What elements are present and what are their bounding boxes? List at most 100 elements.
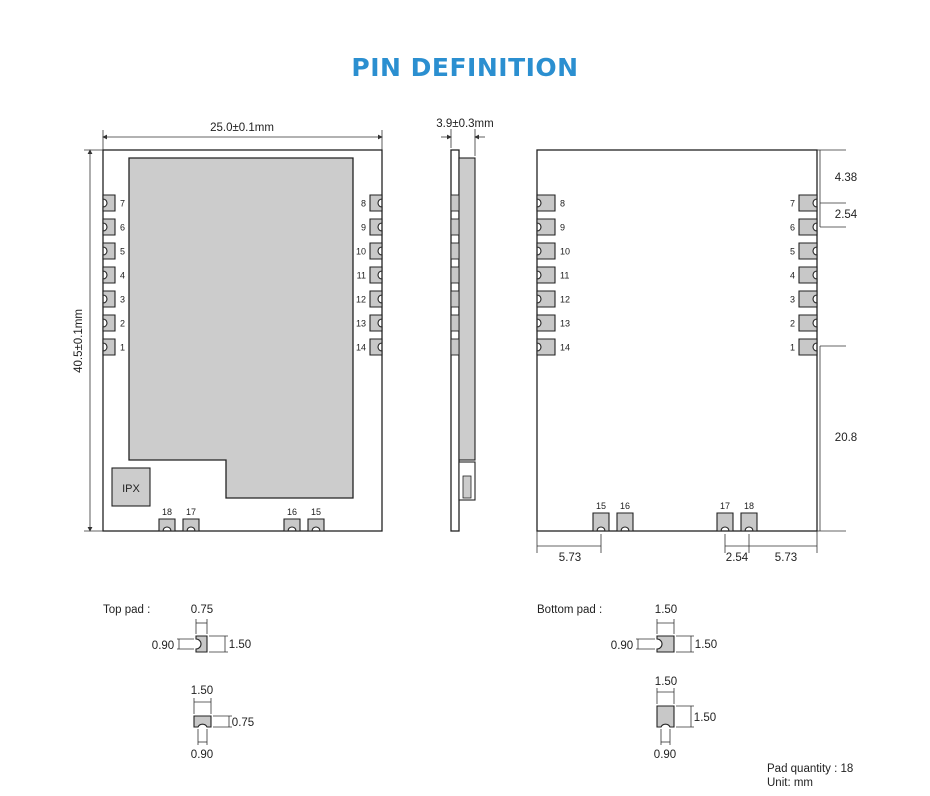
bottom-bottom-pad-label: 18 xyxy=(744,501,754,511)
top-right-pad xyxy=(369,266,383,284)
bottom-right-pad xyxy=(798,218,818,236)
side-pads xyxy=(450,194,460,356)
top-left-pad xyxy=(102,338,116,356)
bottom-pad-bottom-w: 1.50 xyxy=(655,676,677,688)
top-left-pad xyxy=(102,218,116,236)
bottom-right-pad xyxy=(798,290,818,308)
bottom-dim-top: 4.38 xyxy=(835,172,857,184)
top-left-pad xyxy=(102,290,116,308)
side-thickness-label: 3.9±0.3mm xyxy=(436,118,493,130)
top-pad-side-w: 0.75 xyxy=(191,604,213,616)
page-title: PIN DEFINITION xyxy=(351,53,579,82)
top-left-pad-label: 7 xyxy=(120,199,125,209)
ipx-label: IPX xyxy=(122,483,140,495)
top-right-pad-label: 12 xyxy=(356,295,366,305)
bottom-pad-bottom-shape xyxy=(656,705,675,728)
bottom-pad-side-w: 1.50 xyxy=(655,604,677,616)
bottom-left-pad xyxy=(536,266,556,284)
pad-quantity-note: Pad quantity : 18 xyxy=(767,763,853,775)
top-left-pad-label: 2 xyxy=(120,319,125,329)
bottom-module-outline xyxy=(536,149,818,532)
top-left-pad-label: 6 xyxy=(120,223,125,233)
unit-note: Unit: mm xyxy=(767,777,813,789)
bottom-right-pad xyxy=(798,266,818,284)
top-left-pad xyxy=(102,194,116,212)
bottom-pad-side-shape xyxy=(656,635,675,653)
side-pad xyxy=(450,290,460,308)
top-bottom-pad-label: 16 xyxy=(287,507,297,517)
side-shield xyxy=(458,157,476,461)
bottom-left-pad xyxy=(536,218,556,236)
top-height-label: 40.5±0.1mm xyxy=(73,309,85,373)
bottom-dim-left: 5.73 xyxy=(559,552,581,564)
bottom-left-pad-label: 8 xyxy=(560,199,565,209)
top-bottom-pad-label: 18 xyxy=(162,507,172,517)
bottom-bottom-pad xyxy=(616,512,634,532)
top-shield xyxy=(128,157,354,499)
top-width-label: 25.0±0.1mm xyxy=(210,122,274,134)
side-pad xyxy=(450,194,460,212)
top-pad-bottom-w: 1.50 xyxy=(191,685,213,697)
side-ipx-body xyxy=(462,475,472,499)
bottom-pad-bottom-inner: 0.90 xyxy=(654,749,676,761)
bottom-left-pad-label: 9 xyxy=(560,223,565,233)
bottom-pad-side-h: 1.50 xyxy=(695,639,717,651)
top-bottom-pad xyxy=(307,518,325,532)
top-right-pad-label: 10 xyxy=(356,247,366,257)
top-pad-bottom-shape xyxy=(193,715,212,728)
bottom-bottom-pad-label: 15 xyxy=(596,501,606,511)
bottom-pad-side-inner: 0.90 xyxy=(611,640,633,652)
side-pad xyxy=(450,338,460,356)
bottom-dim-pitch: 2.54 xyxy=(835,209,858,221)
bottom-left-pad xyxy=(536,338,556,356)
bottom-left-pad xyxy=(536,194,556,212)
top-pad-side-inner: 0.90 xyxy=(152,640,174,652)
bottom-bottom-pad-label: 17 xyxy=(720,501,730,511)
bottom-left-pad-label: 11 xyxy=(560,271,569,281)
bottom-right-pad-label: 1 xyxy=(790,343,795,353)
bottom-left-pad-label: 10 xyxy=(560,247,570,257)
top-right-pad xyxy=(369,314,383,332)
top-bottom-pad xyxy=(283,518,301,532)
bottom-bottom-pad xyxy=(716,512,734,532)
bottom-bottom-pad xyxy=(592,512,610,532)
top-left-pad xyxy=(102,266,116,284)
top-right-pad xyxy=(369,194,383,212)
bottom-right-pad-label: 6 xyxy=(790,223,795,233)
bottom-dim-lower: 20.8 xyxy=(835,432,857,444)
top-left-pad-label: 3 xyxy=(120,295,125,305)
side-pad xyxy=(450,242,460,260)
top-bottom-pad xyxy=(158,518,176,532)
bottom-right-pad-label: 7 xyxy=(790,199,795,209)
top-left-pad-label: 4 xyxy=(120,271,125,281)
top-right-pad-label: 11 xyxy=(357,271,366,281)
top-pad-detail: Top pad : 0.75 0.90 1.50 1.50 0.75 xyxy=(103,604,254,761)
bottom-right-pad xyxy=(798,242,818,260)
bottom-pad-bottom-h: 1.50 xyxy=(694,712,716,724)
bottom-bottom-pad-label: 16 xyxy=(620,501,630,511)
bottom-right-pad-label: 5 xyxy=(790,247,795,257)
bottom-left-pad-label: 14 xyxy=(560,343,570,353)
top-right-pad xyxy=(369,242,383,260)
top-pad-bottom-h: 0.75 xyxy=(232,717,254,729)
bottom-right-pad xyxy=(798,338,818,356)
side-view: 3.9±0.3mm xyxy=(436,118,494,532)
bottom-left-pad xyxy=(536,242,556,260)
top-pad-label: Top pad : xyxy=(103,604,150,616)
top-left-pad xyxy=(102,314,116,332)
bottom-left-pad-label: 13 xyxy=(560,319,570,329)
top-left-pad-label: 1 xyxy=(120,343,125,353)
top-bottom-pad-label: 17 xyxy=(186,507,196,517)
bottom-right-pad xyxy=(798,314,818,332)
top-right-pad-label: 14 xyxy=(356,343,366,353)
top-right-pad-label: 9 xyxy=(361,223,366,233)
bottom-right-pad xyxy=(798,194,818,212)
